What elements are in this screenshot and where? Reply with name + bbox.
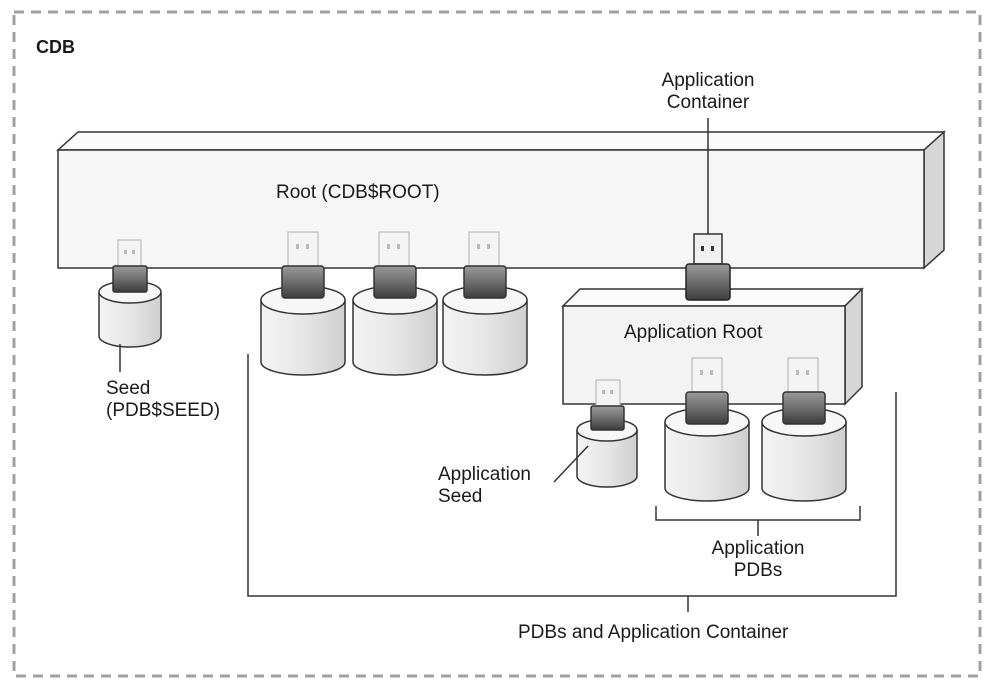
seed-label: Seed (PDB$SEED)	[106, 378, 221, 421]
application-container-label: Application Container	[661, 70, 755, 113]
plug-pins	[124, 244, 809, 394]
root-container-box	[56, 130, 946, 270]
root-plug-sockets	[117, 231, 819, 407]
application-root-label: Application Root	[624, 322, 763, 343]
root-label: Root (CDB$ROOT)	[276, 182, 440, 203]
application-seed-cylinder	[576, 405, 638, 488]
cdb-label: CDB	[36, 37, 75, 57]
app-pdbs-bracket	[655, 506, 861, 521]
app-seed-pointer	[553, 445, 589, 483]
application-pdb-cylinder-1	[664, 391, 750, 502]
pdb-cylinder-2	[352, 265, 438, 376]
seed-pdb-cylinder	[98, 265, 162, 348]
pdb-cylinder-3	[442, 265, 528, 376]
cdb-boundary	[12, 10, 982, 678]
application-pdbs-label: Application PDBs	[711, 538, 805, 581]
pdbs-app-container-bracket	[247, 354, 897, 597]
app-container-plug	[685, 233, 731, 301]
application-pdb-cylinder-2	[761, 391, 847, 502]
pdb-cylinder-1	[260, 265, 346, 376]
pdbs-and-application-container-label: PDBs and Application Container	[518, 622, 789, 643]
application-seed-label: Application Seed	[438, 464, 531, 507]
